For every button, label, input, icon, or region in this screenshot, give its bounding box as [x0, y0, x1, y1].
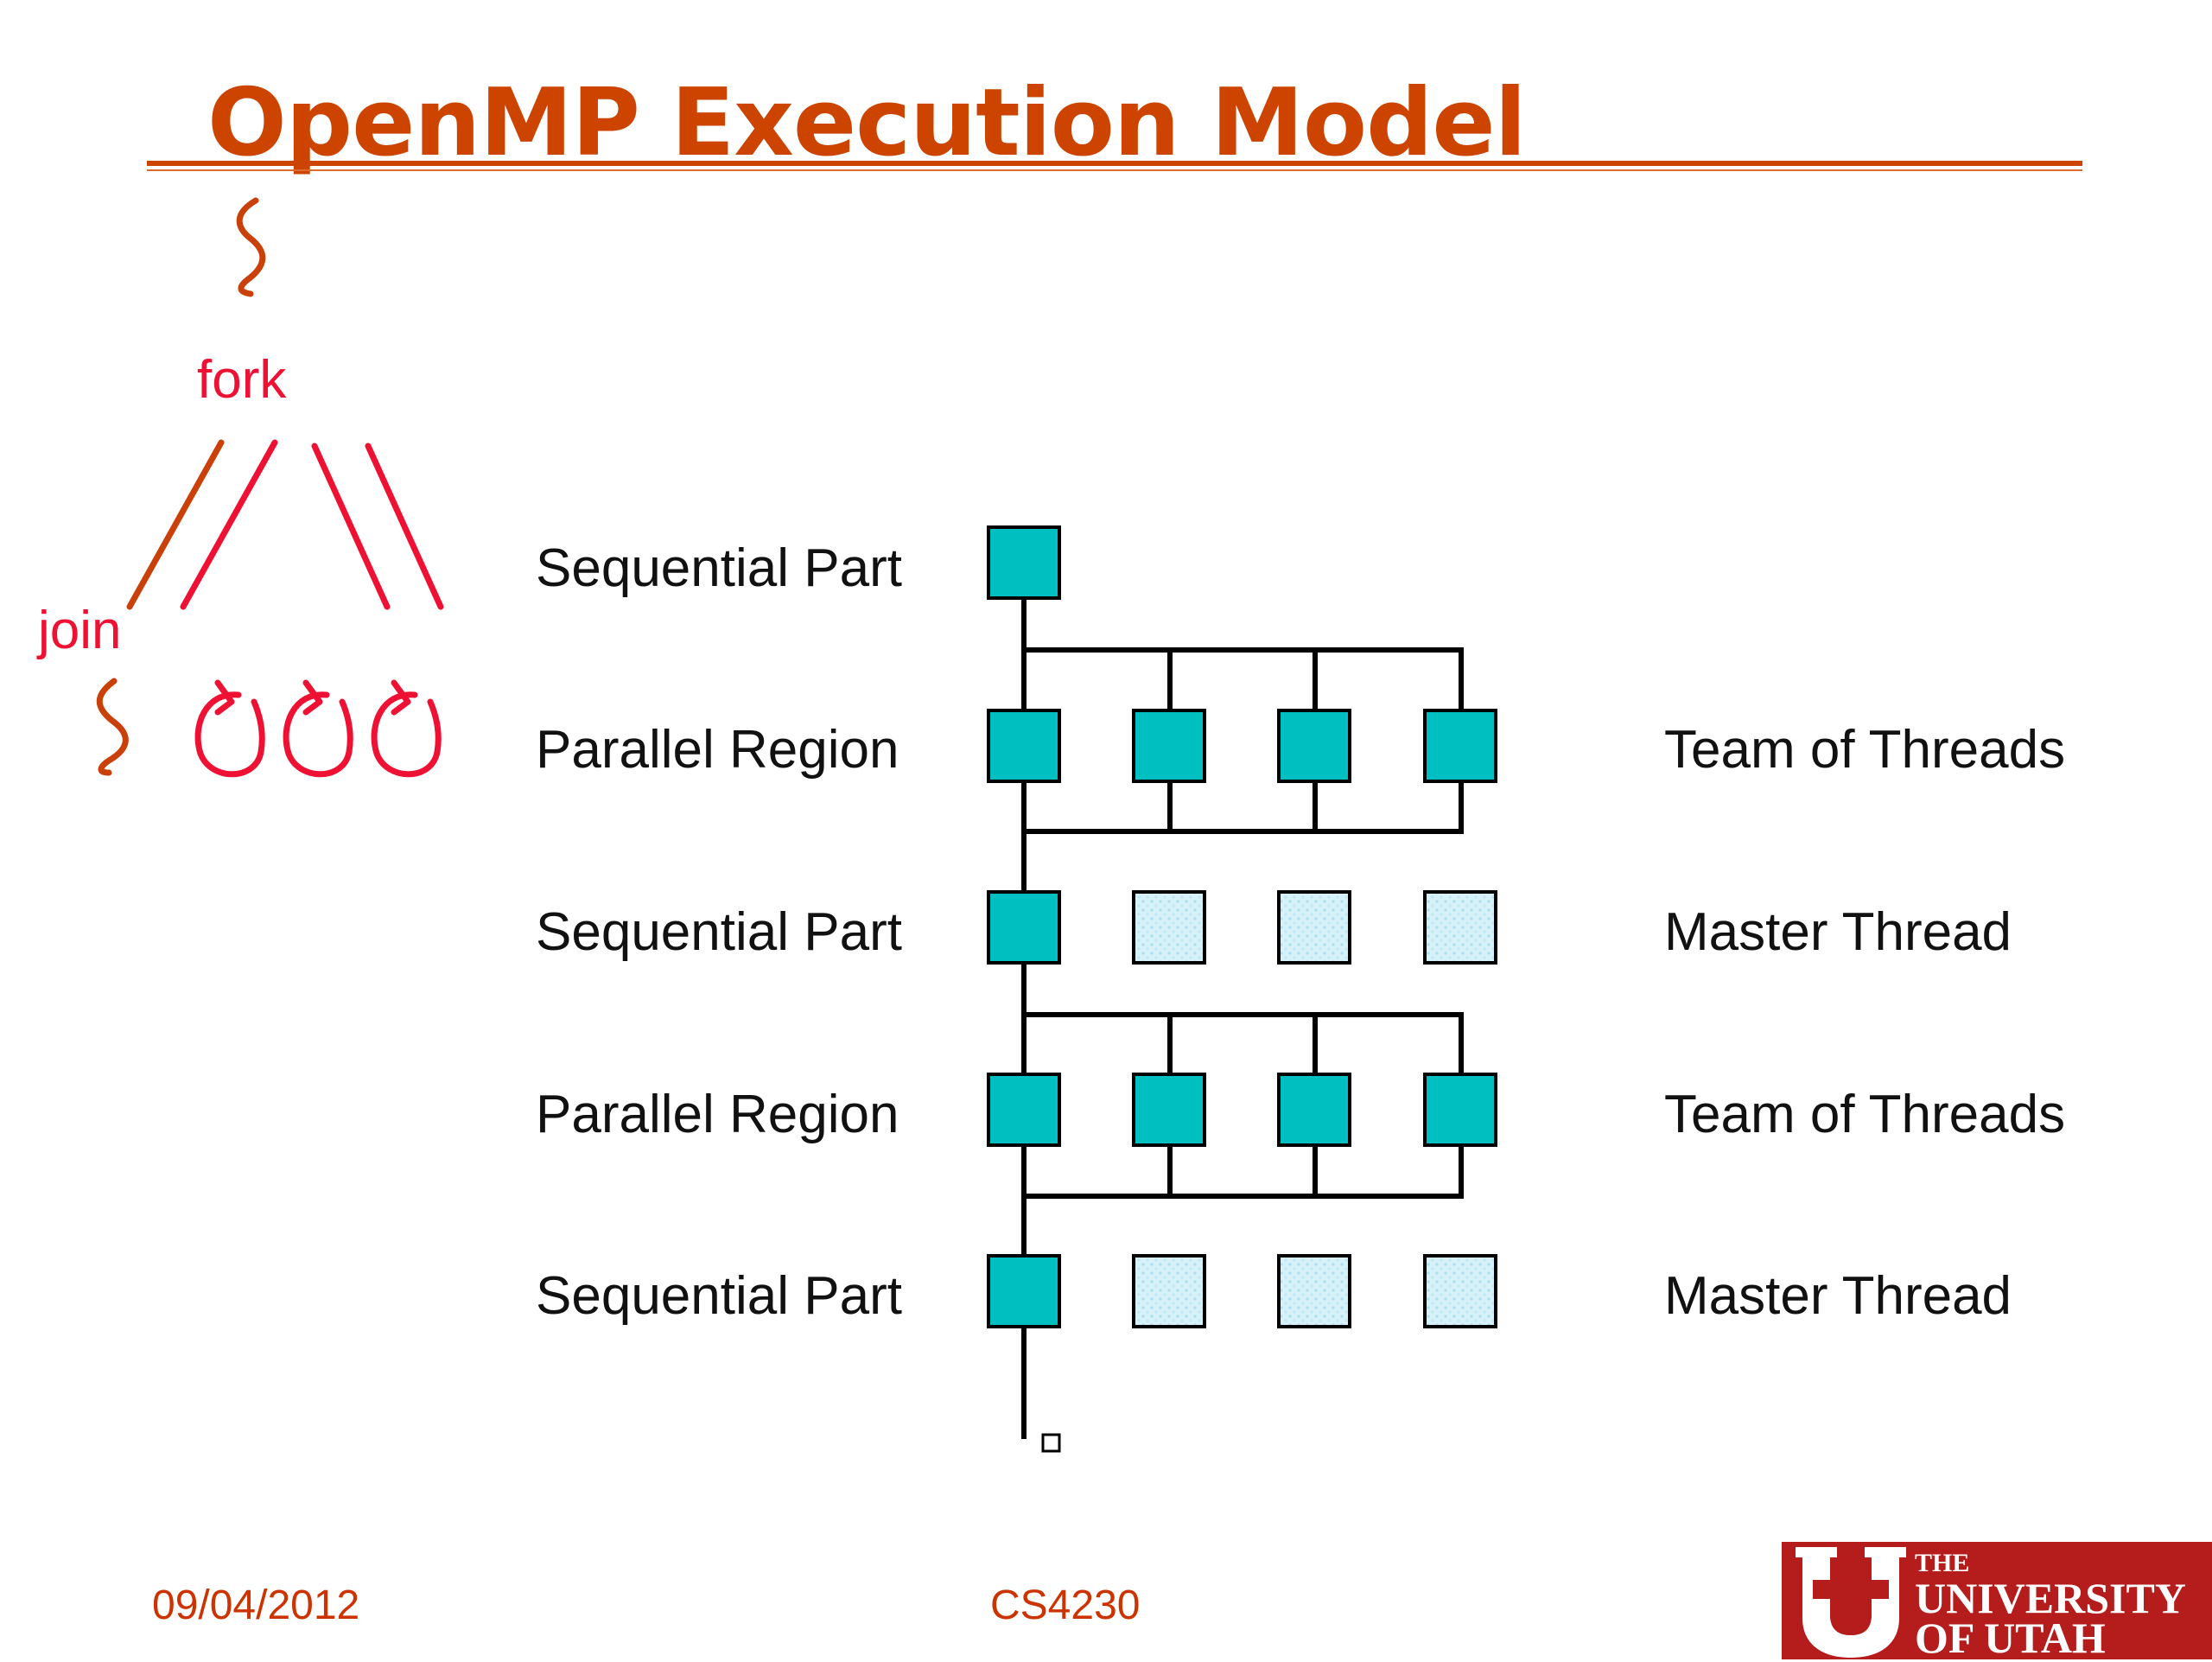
row-label-left-3: Sequential Part	[536, 902, 902, 962]
active-thread-box-r2-c4	[1423, 709, 1497, 783]
u-block-icon	[1796, 1547, 1906, 1658]
fork-line-1	[126, 439, 225, 610]
fork-join-sketch	[96, 197, 444, 778]
fork-line-4	[365, 443, 444, 610]
end-marker-icon	[1041, 1433, 1061, 1453]
active-thread-box-r4-c3	[1277, 1073, 1351, 1147]
idle-thread-box-r3-c3	[1277, 890, 1351, 965]
active-thread-box-r5-c1	[987, 1254, 1061, 1328]
row-label-left-5: Sequential Part	[536, 1266, 902, 1326]
row-label-right-5: Master Thread	[1664, 1266, 2012, 1326]
row-label-left-2: Parallel Region	[536, 720, 899, 780]
fork-label: fork	[197, 350, 287, 410]
slide-title: OpenMP Execution Model	[207, 69, 1527, 177]
active-thread-box-r4-c2	[1132, 1073, 1206, 1147]
idle-thread-box-r5-c3	[1277, 1254, 1351, 1328]
footer-course: CS4230	[990, 1582, 1141, 1628]
active-thread-box-r2-c3	[1277, 709, 1351, 783]
active-thread-box-r4-c4	[1423, 1073, 1497, 1147]
fork-line-2	[180, 439, 278, 610]
row-label-right-3: Master Thread	[1664, 902, 2012, 962]
fork-bar-1	[1024, 647, 1464, 710]
logo-the: THE	[1915, 1549, 1970, 1577]
row-label-left-1: Sequential Part	[536, 538, 902, 598]
row-label-right-2: Team of Threads	[1664, 720, 2066, 780]
idle-thread-box-r3-c4	[1423, 890, 1497, 965]
logo-of-utah: OF UTAH	[1915, 1614, 2106, 1662]
active-thread-box-r2-c1	[987, 709, 1061, 783]
idle-thread-box-r5-c4	[1423, 1254, 1497, 1328]
title-underline-secondary	[147, 169, 2082, 171]
join-bar-2	[1024, 1143, 1464, 1199]
join-label: join	[38, 601, 122, 660]
row-label-left-4: Parallel Region	[536, 1085, 899, 1144]
footer-date: 09/04/2012	[152, 1582, 360, 1628]
active-thread-box-r3-c1	[987, 890, 1061, 965]
title-underline	[147, 161, 2082, 166]
fork-line-3	[311, 443, 391, 610]
logo-university: UNIVERSITY	[1915, 1574, 2186, 1622]
active-thread-box-r4-c1	[987, 1073, 1061, 1147]
idle-thread-box-r3-c2	[1132, 890, 1206, 965]
fork-bar-2	[1024, 1012, 1464, 1074]
active-thread-box-r1-c1	[987, 525, 1061, 600]
connector-lines	[1021, 596, 1464, 1439]
master-thread-squiggle-icon	[236, 197, 266, 297]
university-logo: THE UNIVERSITY OF UTAH	[1782, 1542, 2212, 1659]
thread-loop-icons	[194, 679, 442, 778]
join-squiggle-icon	[96, 678, 129, 776]
idle-thread-box-r5-c2	[1132, 1254, 1206, 1328]
join-bar-1	[1024, 778, 1464, 834]
active-thread-box-r2-c2	[1132, 709, 1206, 783]
thread-boxes	[987, 525, 1497, 1328]
row-label-right-4: Team of Threads	[1664, 1085, 2066, 1144]
